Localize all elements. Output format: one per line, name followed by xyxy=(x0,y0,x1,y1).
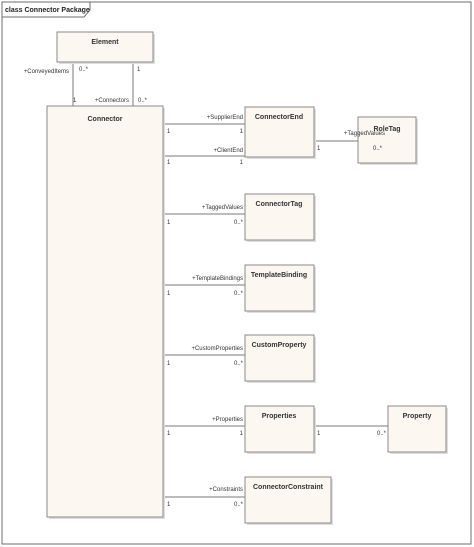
class-connector[interactable]: Connector xyxy=(46,105,165,519)
class-properties[interactable]: Properties xyxy=(244,405,316,454)
class-name: ConnectorTag xyxy=(256,201,303,208)
class-role-tag[interactable]: RoleTag xyxy=(357,116,418,165)
class-name: Property xyxy=(403,413,432,420)
constraints-mult-source: 1 xyxy=(167,502,171,508)
association-lines xyxy=(72,63,388,498)
connectors-role: +Connectors xyxy=(95,98,129,104)
constraints-mult-target: 0..* xyxy=(234,502,244,508)
template-bindings-role: +TemplateBindings xyxy=(192,276,243,282)
supplier-end-mult-target: 1 xyxy=(240,129,244,135)
class-name: TemplateBinding xyxy=(251,272,307,279)
client-end-mult-target: 1 xyxy=(240,160,244,166)
connectors-mult-connector: 0..* xyxy=(138,98,148,104)
properties-role: +Properties xyxy=(212,417,243,423)
properties-mult-source: 1 xyxy=(167,431,171,437)
class-name: Connector xyxy=(88,116,123,123)
constraints-role: +Constraints xyxy=(209,487,243,493)
frame-tab xyxy=(1,1,91,18)
class-connector-tag[interactable]: ConnectorTag xyxy=(244,193,316,242)
template-bindings-mult-target: 0..* xyxy=(234,291,244,297)
supplier-end-mult-source: 1 xyxy=(167,129,171,135)
class-name: ConnectorEnd xyxy=(255,114,303,121)
client-end-role: +ClientEnd xyxy=(213,148,243,154)
template-bindings-mult-source: 1 xyxy=(167,291,171,297)
property-mult-target: 0..* xyxy=(377,431,387,437)
custom-properties-mult-target: 0..* xyxy=(234,361,244,367)
conveyed-items-role: +ConveyedItems xyxy=(24,69,69,75)
custom-properties-role: +CustomProperties xyxy=(191,346,243,352)
class-custom-property[interactable]: CustomProperty xyxy=(244,334,316,383)
properties-mult-target: 1 xyxy=(240,431,244,437)
class-name: Properties xyxy=(262,413,297,420)
class-name: Element xyxy=(91,39,119,46)
tagged-values-mult-target: 0..* xyxy=(234,220,244,226)
supplier-end-role: +SupplierEnd xyxy=(207,115,243,121)
client-end-mult-source: 1 xyxy=(167,160,171,166)
end-tagged-values-role: +TaggedValues xyxy=(344,131,385,137)
class-name: ConnectorConstraint xyxy=(253,484,324,491)
end-tagged-values-mult-source: 1 xyxy=(317,146,321,152)
conveyed-items-mult-connector: 1 xyxy=(73,98,77,104)
class-name: CustomProperty xyxy=(252,342,307,349)
frame-title: class Connector Package xyxy=(5,7,90,14)
class-connector-end[interactable]: ConnectorEnd xyxy=(244,106,316,159)
tagged-values-mult-source: 1 xyxy=(167,220,171,226)
class-name: RoleTag xyxy=(373,126,400,133)
class-connector-constraint[interactable]: ConnectorConstraint xyxy=(244,476,333,525)
tagged-values-role: +TaggedValues xyxy=(202,205,243,211)
class-element[interactable]: Element xyxy=(56,31,155,64)
custom-properties-mult-source: 1 xyxy=(167,361,171,367)
class-template-binding[interactable]: TemplateBinding xyxy=(244,264,316,313)
property-mult-source: 1 xyxy=(317,431,321,437)
conveyed-items-mult-element: 0..* xyxy=(79,67,89,73)
connectors-mult-element: 1 xyxy=(137,67,141,73)
end-tagged-values-mult-target: 0..* xyxy=(373,146,383,152)
class-property[interactable]: Property xyxy=(387,405,448,454)
